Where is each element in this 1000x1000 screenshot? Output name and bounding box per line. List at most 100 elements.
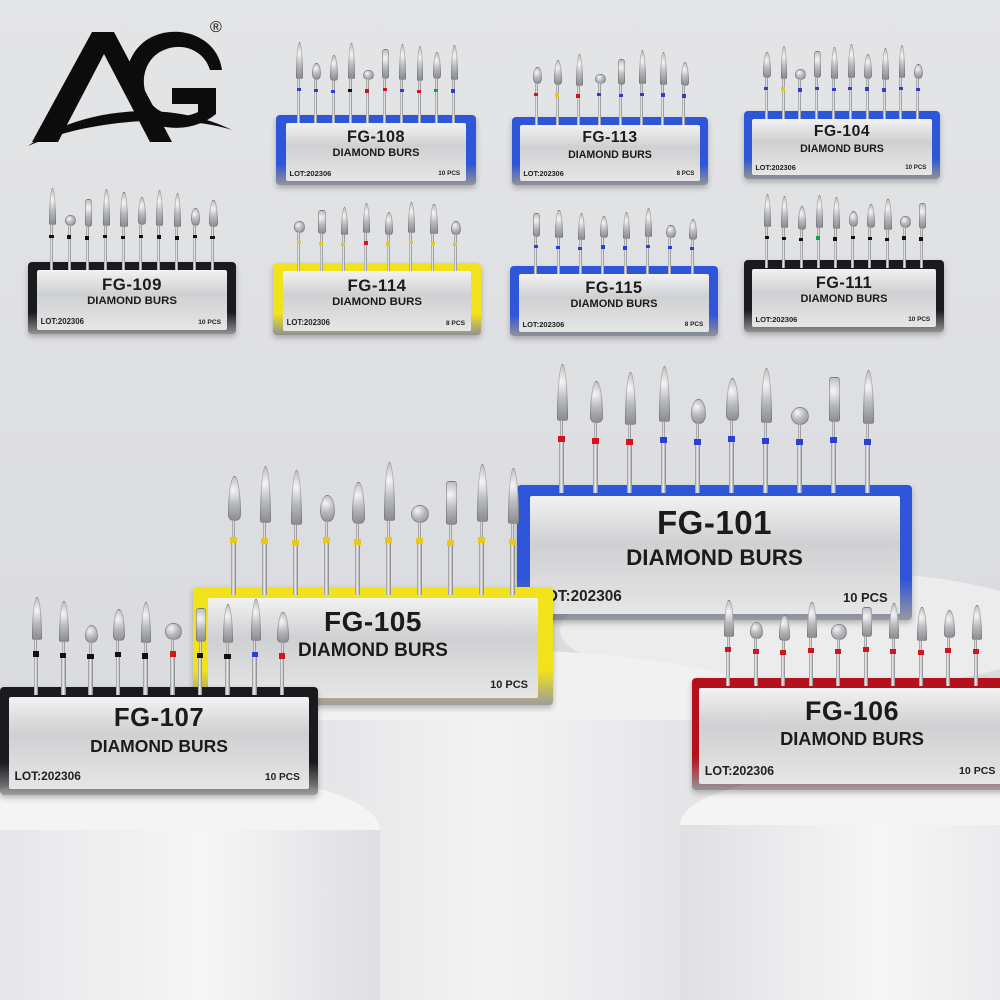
box-model-number: FG-113 (582, 129, 638, 147)
diamond-bur-head (533, 213, 541, 238)
bur (377, 44, 393, 123)
bur-color-band (348, 88, 353, 92)
bur-color-band (694, 438, 701, 445)
box-model-number: FG-107 (113, 704, 205, 733)
bur (656, 366, 672, 493)
diamond-bur-head (916, 606, 927, 641)
bur (169, 192, 185, 270)
bur (55, 600, 71, 695)
bur (97, 189, 113, 270)
diamond-bur-head (795, 69, 807, 81)
bur (913, 199, 929, 268)
bur-color-band (384, 536, 392, 543)
bur (192, 603, 208, 695)
bur-color-band (446, 539, 454, 546)
bur-color-band (292, 539, 300, 546)
diamond-bur-head (445, 480, 457, 526)
diamond-bur-head (575, 54, 583, 87)
bur-color-band (798, 237, 804, 242)
bur (940, 604, 956, 686)
bur-color-band (902, 236, 907, 240)
bur (862, 198, 878, 268)
box-lot-number: LOT:202306 (289, 168, 332, 178)
diamond-bur-head (476, 464, 488, 522)
bur-color-band (434, 88, 439, 92)
bur-color-band (533, 244, 538, 249)
bur (775, 609, 791, 686)
diamond-bur-head (780, 46, 788, 79)
bur (591, 53, 607, 125)
box-model-number: FG-105 (324, 606, 422, 637)
bur-color-band (451, 89, 456, 93)
bur-color-band (848, 86, 853, 90)
diamond-bur-head (760, 368, 772, 424)
bur-color-band (60, 652, 67, 659)
bur-set (744, 42, 940, 119)
bur (342, 43, 358, 123)
bur-color-band (576, 94, 581, 98)
bur (617, 211, 633, 274)
diamond-bur-head (102, 189, 110, 226)
box-piece-count: 10 PCS (843, 590, 888, 606)
box-piece-count: 8 PCS (684, 320, 704, 328)
bur-color-band (660, 437, 668, 443)
bur-color-band (761, 437, 769, 444)
bur-color-band (752, 648, 759, 654)
bur (28, 597, 44, 695)
bur (859, 48, 875, 119)
box-lot-number: LOT:202306 (704, 764, 775, 779)
diamond-bur-head (689, 218, 698, 240)
diamond-bur-head (943, 610, 955, 639)
bur (879, 198, 895, 268)
bur-color-band (558, 436, 566, 443)
pedestal-left-body (0, 830, 380, 1000)
diamond-bur-head (382, 48, 390, 79)
bur-color-band (863, 438, 871, 445)
bur-color-band (578, 246, 583, 251)
bur (549, 54, 565, 125)
bur-color-band (224, 654, 231, 660)
bur-color-band (795, 439, 803, 446)
bur (595, 211, 611, 274)
bur-color-band (121, 235, 126, 240)
bur-color-band (667, 245, 672, 250)
diamond-bur-head (791, 407, 810, 426)
diamond-bur-head (625, 372, 637, 426)
diamond-bur-head (407, 202, 416, 233)
bur-color-band (555, 93, 560, 97)
bur (968, 605, 984, 686)
diamond-bur-head (832, 197, 840, 229)
box-model-number: FG-108 (346, 127, 406, 146)
diamond-bur-head (866, 203, 875, 229)
diamond-bur-head (659, 366, 671, 422)
diamond-bur-head (433, 51, 442, 80)
bur-color-band (727, 436, 735, 443)
box-piece-count: 10 PCS (908, 315, 931, 323)
bur-color-band (417, 89, 421, 94)
box-subtitle: DIAMOND BURS (298, 640, 448, 661)
bur-color-band (917, 650, 924, 656)
diamond-bur-head (898, 45, 906, 79)
bur (859, 370, 875, 493)
diamond-bur-head (763, 51, 772, 78)
diamond-bur-head (815, 195, 823, 228)
bur (247, 598, 263, 695)
bur-color-band (556, 245, 561, 250)
bur-set (0, 595, 318, 695)
bur-color-band (814, 86, 819, 91)
bur (411, 46, 427, 123)
diamond-bur-head (329, 54, 339, 81)
diamond-bur-head (555, 210, 563, 239)
box-lot-number: LOT:202306 (755, 162, 796, 172)
bur (830, 607, 848, 686)
bur-set (193, 460, 553, 595)
diamond-bur-head (622, 211, 630, 240)
bur-color-band (725, 647, 732, 653)
